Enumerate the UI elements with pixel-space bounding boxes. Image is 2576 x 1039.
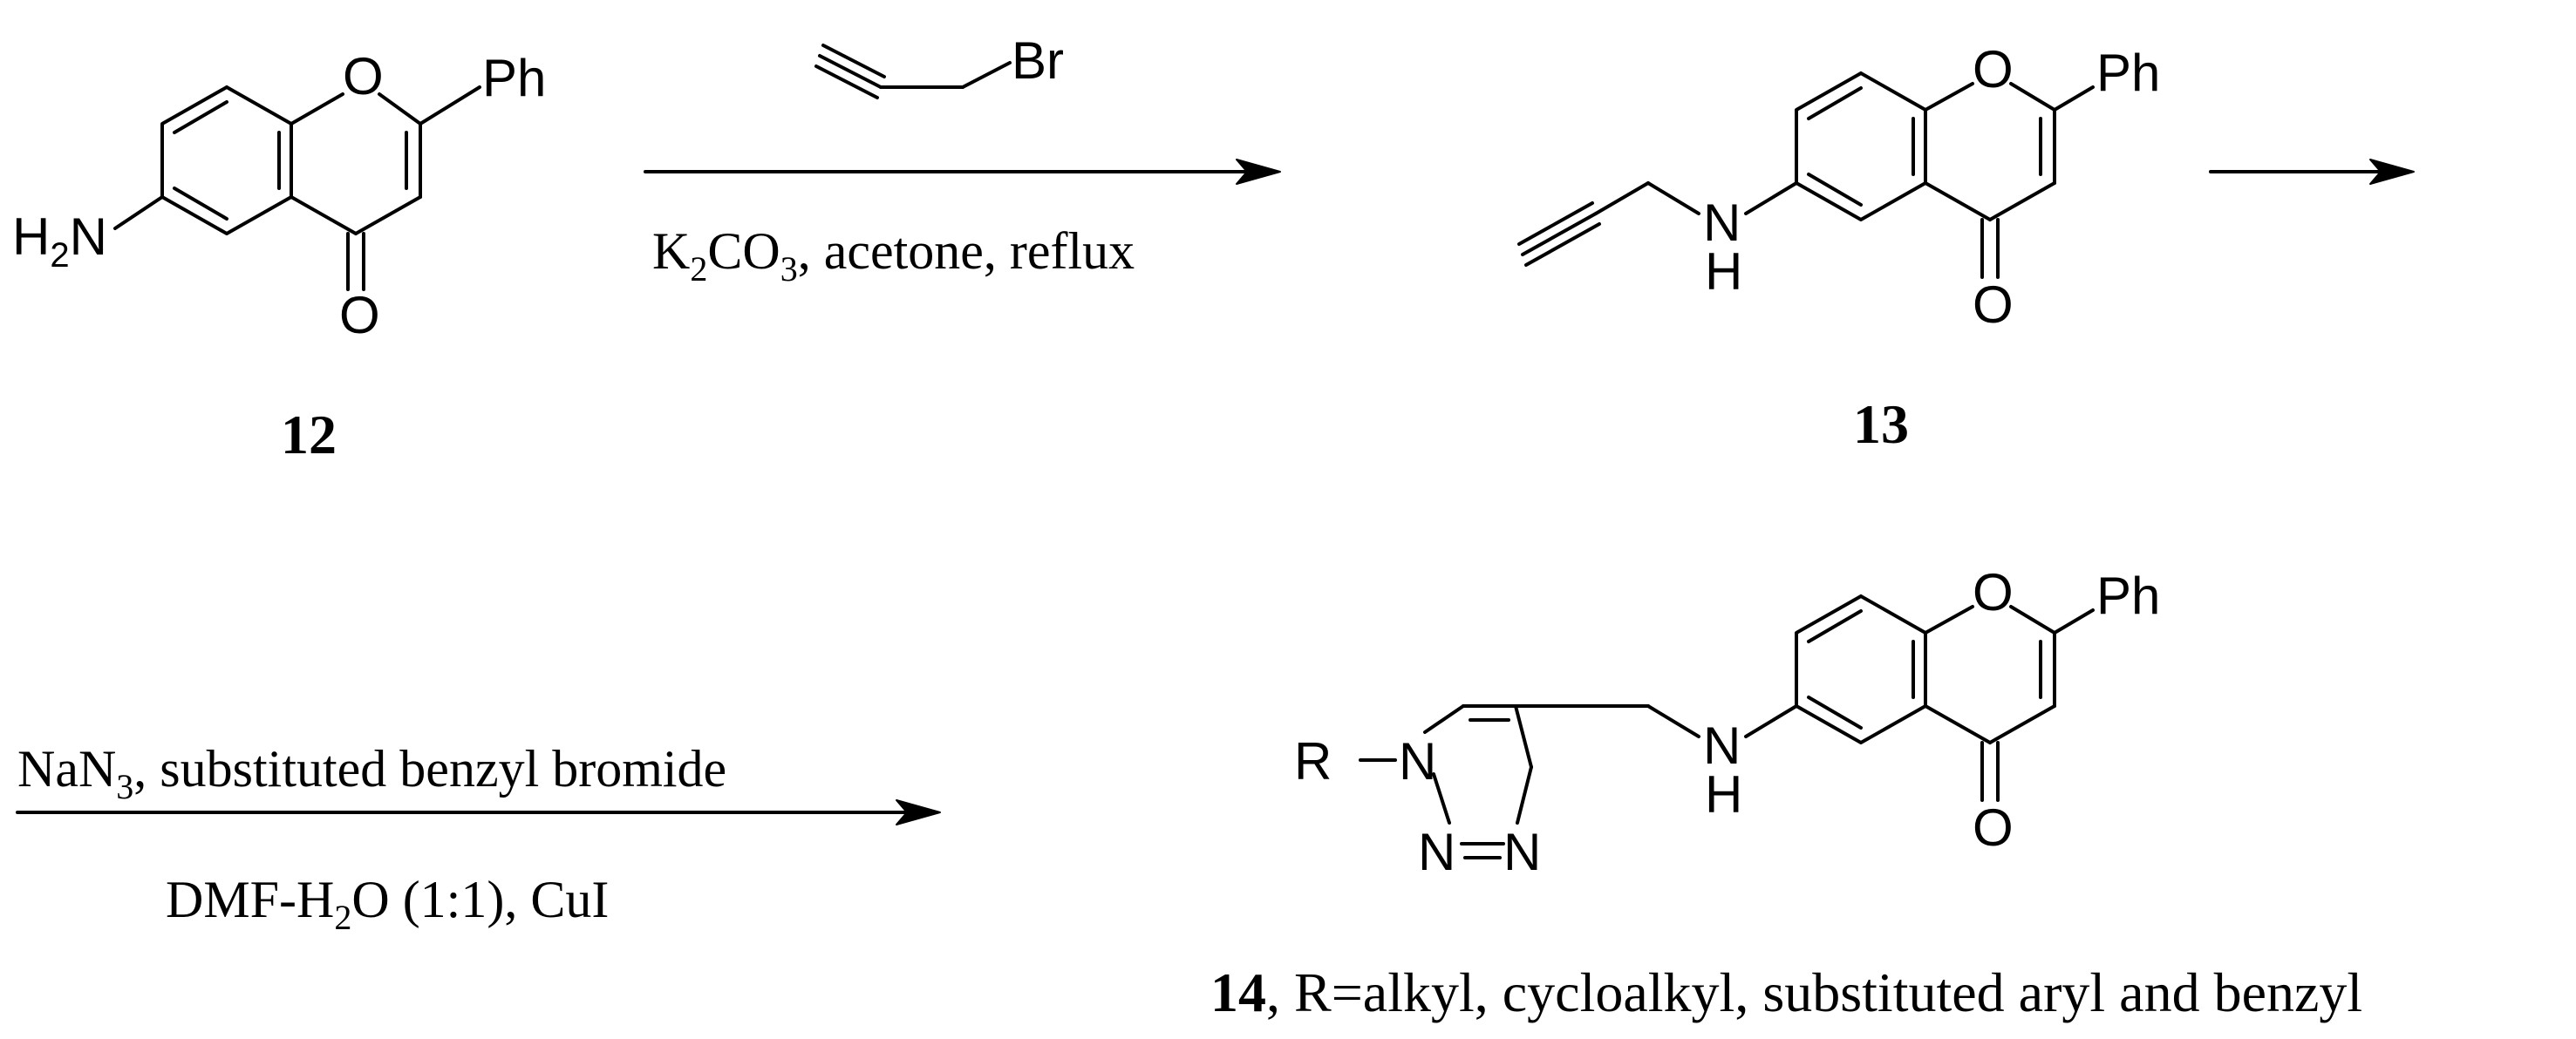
r-substituent-label: R [1294, 732, 1332, 791]
c13-phenyl-label: Ph [2096, 44, 2160, 102]
c12-ring-oxygen: O [343, 47, 384, 105]
compound-12-structure [113, 85, 481, 291]
reaction-arrow-2 [16, 799, 941, 825]
c13-amine-hydrogen: H [1705, 242, 1742, 301]
c14-phenyl-label: Ph [2096, 567, 2160, 625]
step2-reagents-above: NaN3, substituted benzyl bromide [17, 740, 726, 806]
triazole-n3: N [1503, 823, 1541, 881]
compound-12-number: 12 [281, 404, 337, 465]
c12-amine-label: H2N [12, 207, 107, 275]
reaction-arrow-continue [2209, 159, 2415, 185]
c12-phenyl-label: Ph [482, 49, 546, 107]
step1-conditions: K2CO3, acetone, reflux [652, 222, 1135, 289]
c13-ring-oxygen: O [1973, 40, 2014, 98]
triazole-n1: N [1399, 732, 1436, 791]
c14-ring-oxygen: O [1973, 563, 2014, 621]
c14-nitrogen: N [1703, 716, 1741, 775]
compound-13-structure [1517, 71, 2095, 279]
triazole-n2: N [1418, 823, 1455, 881]
compound-13-number: 13 [1853, 393, 1909, 455]
c14-carbonyl-oxygen: O [1973, 798, 2014, 857]
c14-amine-hydrogen: H [1705, 765, 1742, 824]
bromine-label: Br [1012, 31, 1064, 90]
c12-carbonyl-oxygen: O [339, 286, 380, 344]
c13-carbonyl-oxygen: O [1973, 275, 2014, 334]
compound-14-structure [1359, 594, 2095, 859]
compound-14-caption: 14, R=alkyl, cycloalkyl, substituted ary… [1210, 961, 2362, 1023]
propargyl-bromide-structure [814, 44, 1012, 99]
reaction-arrow-1 [644, 159, 1281, 185]
step2-conditions-below: DMF-H2O (1:1), CuI [166, 871, 609, 937]
c13-nitrogen: N [1703, 194, 1741, 252]
